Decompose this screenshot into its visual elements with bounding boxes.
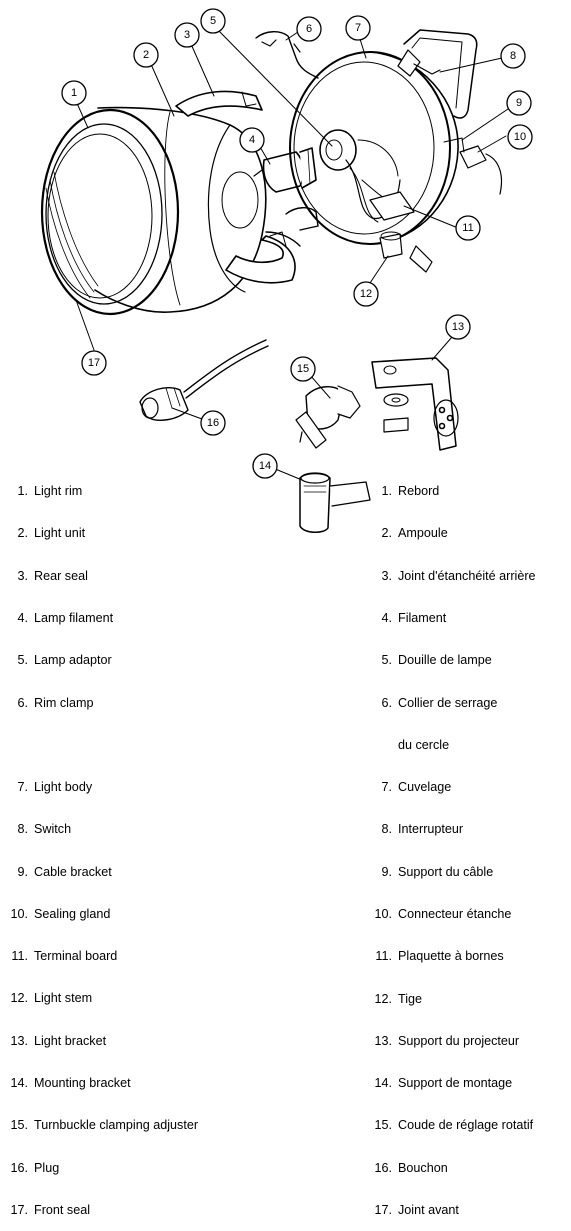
callout-2: 2 [133,42,159,68]
light-unit-drawing [94,106,267,313]
legend-fr-item: 9.Support du câble [381,864,494,879]
callout-3: 3 [174,22,200,48]
svg-text:5: 5 [210,15,216,27]
svg-text:9: 9 [516,97,522,109]
terminal-board-drawing [369,191,415,221]
legend-en-item: 15.Turnbuckle clamping adjuster [10,1118,199,1133]
callout-5: 5 [200,8,226,34]
svg-text:1: 1 [71,87,77,99]
callout-1: 1 [61,80,87,106]
legend-fr-item: 15.Coude de réglage rotatif [374,1118,534,1133]
legend-en-item: 4.Lamp filament [17,611,114,626]
svg-text:6: 6 [306,23,312,35]
svg-text:14: 14 [259,460,271,472]
legend-fr-item: 10.Connecteur étanche [374,907,512,921]
legend-en-item: 11.Terminal board [11,949,118,964]
callout-10: 10 [507,124,533,150]
callout-6: 6 [296,16,322,42]
callout-17: 17 [81,350,107,376]
legend-en-item: 8.Switch [17,822,72,837]
callout-16: 16 [200,410,226,436]
light-rim-drawing [40,108,180,316]
svg-text:2: 2 [143,49,149,61]
callout-8: 8 [500,43,526,69]
svg-text:12: 12 [360,288,372,300]
rear-seal-drawing [175,90,296,284]
svg-text:4: 4 [249,134,255,146]
svg-text:3: 3 [184,29,190,41]
legend-en-item: 14.Mounting bracket [10,1076,131,1091]
legend-fr-item: 13.Support du projecteur [374,1033,520,1048]
legend-fr-item: 5.Douille de lampe [381,653,492,668]
plug-drawing [139,339,269,421]
legend-french: 1.Rebord 2.Ampoule 3.Joint d'étanchéité … [370,456,536,1231]
legend-fr-item: 1.Rebord [381,484,440,499]
switch-drawing [397,29,478,119]
callout-14: 14 [252,453,278,479]
light-body-drawing [289,51,459,245]
callouts: 1 2 3 4 5 6 7 8 9 10 11 12 13 14 15 16 1… [61,8,533,479]
legend-fr-item: 16.Bouchon [374,1160,448,1175]
callout-15: 15 [290,356,316,382]
legend-fr-item: 11.Plaquette à bornes [375,949,504,964]
legend-fr-item: 3.Joint d'étanchéité arrière [381,568,536,583]
callout-4: 4 [239,127,265,153]
legend-en-item: 13.Light bracket [10,1033,107,1048]
turnbuckle-drawing [295,385,361,449]
legend-en-item: 10.Sealing gland [10,906,111,921]
legend-fr-item: du cercle [398,737,450,752]
legend-fr-item: 6.Collier de serrage [381,695,498,710]
legend-en-item: 16.Plug [10,1160,60,1175]
svg-text:17: 17 [88,357,100,369]
callout-13: 13 [445,314,471,340]
svg-text:13: 13 [452,321,464,333]
legend-fr-item: 4.Filament [381,611,447,626]
lamp-filament-drawing [253,147,317,193]
svg-text:11: 11 [462,222,473,234]
legend-en-item: 1.Light rim [17,484,83,499]
svg-text:10: 10 [514,131,526,143]
legend-fr-item: 2.Ampoule [381,526,448,541]
legend-en-item: 3.Rear seal [17,568,88,583]
svg-text:16: 16 [207,417,219,429]
legend-english: 1.Light rim 2.Light unit 3.Rear seal 4.L… [6,456,198,1231]
legend-en-item: 17.Front seal [10,1202,90,1217]
svg-text:15: 15 [297,363,309,375]
light-stem-drawing [379,231,433,273]
legend-fr-item: 17.Joint avant [374,1202,459,1217]
callout-12: 12 [353,281,379,307]
legend-en-item: 2.Light unit [17,526,86,541]
svg-text:8: 8 [510,50,516,62]
legend-en-item: 7.Light body [17,780,93,795]
legend-en-item: 12.Light stem [10,991,93,1006]
legend-fr-item: 8.Interrupteur [381,822,464,837]
light-bracket-drawing [371,357,459,451]
exploded-diagram: 1 2 3 4 5 6 7 8 9 10 11 12 13 14 15 16 1… [40,8,533,533]
callout-7: 7 [345,15,371,41]
legend-fr-item: 14.Support de montage [374,1076,513,1091]
callout-9: 9 [506,90,532,116]
legend-en-item: 9.Cable bracket [17,864,112,879]
legend-fr-item: 12.Tige [374,991,423,1006]
rim-clamp-drawing [255,31,319,247]
sealing-gland-drawing [443,137,503,195]
svg-text:7: 7 [355,22,361,34]
legend-en-item: 6.Rim clamp [17,695,94,710]
mounting-bracket-drawing [299,472,371,533]
legend-en-item: 5.Lamp adaptor [17,653,112,668]
legend-fr-item: 7.Cuvelage [381,780,452,795]
callout-11: 11 [455,215,481,241]
